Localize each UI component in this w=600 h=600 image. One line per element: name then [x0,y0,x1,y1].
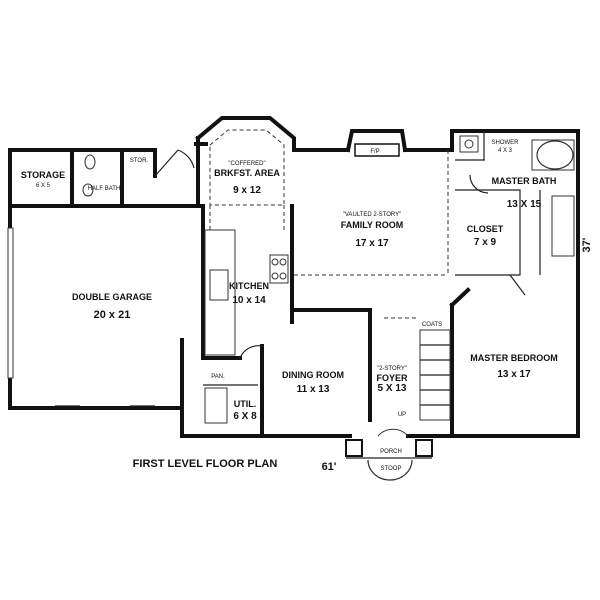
brkfst-size: 9 x 12 [233,185,261,196]
family-label: FAMILY ROOM [341,220,404,230]
stair-up-label: UP [398,412,406,418]
dining-label: DINING ROOM [282,370,344,380]
util-label: UTIL. [234,399,257,409]
exterior-walls [8,116,580,438]
storage-size: 6 X 5 [36,183,51,189]
kitchen-label: KITCHEN [229,281,269,291]
garage-windows [7,227,155,407]
foyer-size: 5 X 13 [378,383,407,394]
brkfst-note: "COFFERED" [228,161,265,167]
dining-size: 11 x 13 [297,384,330,395]
shower-label: SHOWER [492,140,520,146]
porch [345,428,433,481]
porch-label: PORCH [380,449,402,455]
foyer-label: FOYER [376,373,408,383]
garage-size: 20 x 21 [94,309,131,321]
ceiling-lines [209,129,449,319]
stoop-label: STOOP [381,466,402,472]
master-bedroom-size: 13 x 17 [497,369,531,380]
plan-title: FIRST LEVEL FLOOR PLAN [133,458,278,470]
garage-label: DOUBLE GARAGE [72,292,152,302]
coats-label: COATS [422,322,442,328]
util-size: 6 X 8 [233,411,257,422]
door-swings [154,149,526,359]
fireplace-label: F/P [370,149,379,155]
width-dimension: 61' [322,461,337,473]
kitchen-size: 10 x 14 [232,295,266,306]
shower-size: 4 X 3 [498,148,513,154]
stor-label: STOR. [130,158,149,164]
kitchen-fixtures [203,229,289,424]
half-bath-label: HALF BATH [88,186,121,192]
master-bath-fixtures [459,135,575,257]
master-bath-label: MASTER BATH [492,176,557,186]
brkfst-label: BRKFST. AREA [214,168,280,178]
pantry-label: PAN. [211,374,225,380]
closet-label: CLOSET [467,224,504,234]
family-note: "VAULTED 2-STORY" [343,212,402,218]
master-bedroom-label: MASTER BEDROOM [470,353,558,363]
depth-dimension: 37' [581,237,593,252]
family-size: 17 x 17 [355,238,389,249]
master-bath-size: 13 X 15 [507,199,542,210]
closet-size: 7 x 9 [474,237,497,248]
storage-label: STORAGE [21,170,65,180]
foyer-note: "2-STORY" [377,366,407,372]
half-bath-fixtures [82,154,96,197]
staircase [419,329,451,421]
